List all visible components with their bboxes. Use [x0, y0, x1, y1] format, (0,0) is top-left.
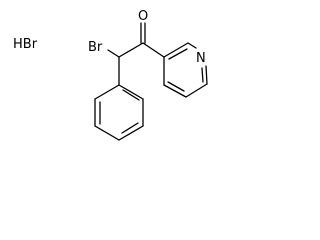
bond-carbonyl-pyridine: [142, 42, 165, 58]
pyridine-ring: [163, 42, 208, 98]
bromine-atom-label: Br: [88, 40, 103, 55]
bond-ca-carbonyl: [118, 42, 144, 58]
nitrogen-atom-label: N: [196, 51, 206, 66]
chemical-structure-diagram: HBr Br O N: [13, 9, 208, 141]
oxygen-atom-label: O: [138, 9, 148, 24]
phenyl-ring: [94, 84, 144, 141]
bond-ca-br: [107, 49, 120, 58]
hbr-salt-label: HBr: [13, 37, 38, 52]
